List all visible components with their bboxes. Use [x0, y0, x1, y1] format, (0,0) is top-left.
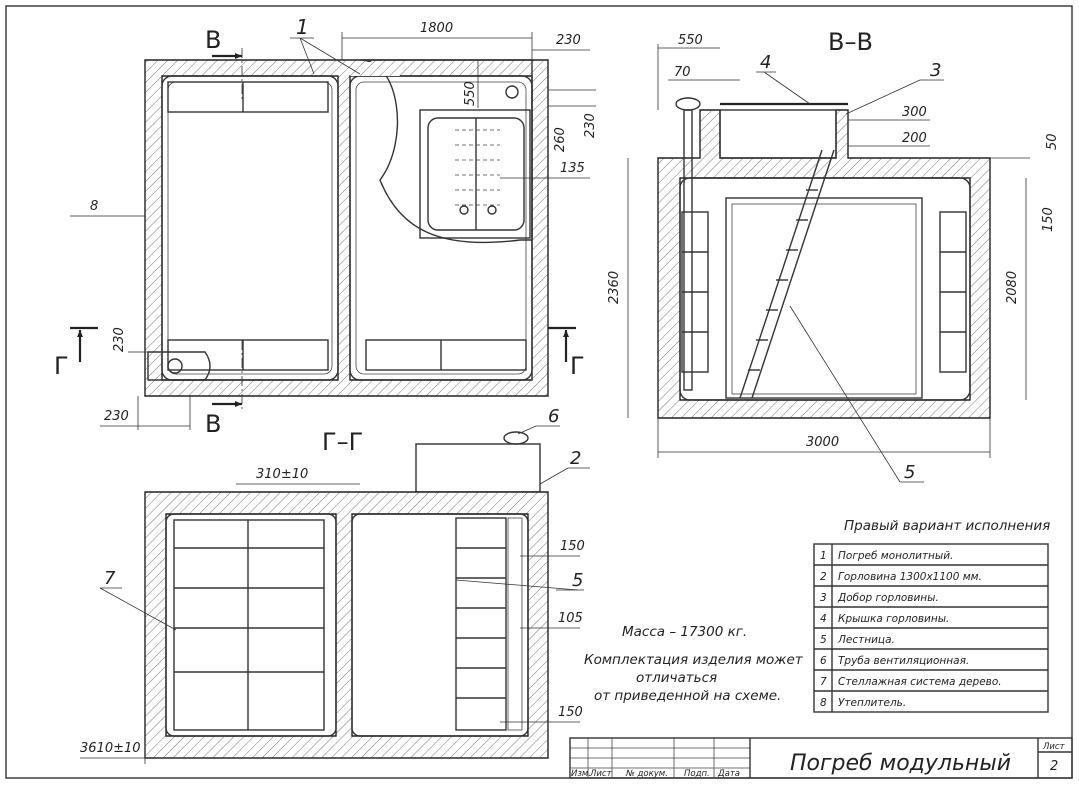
bb-vent-pipe — [675, 97, 701, 391]
gg-neck — [415, 443, 541, 493]
legend-item-text: Крышка горловины. — [838, 613, 949, 625]
note-kit-line3: от приведенной на схеме. — [594, 688, 781, 704]
legend-item-text: Утеплитель. — [838, 697, 906, 709]
leader-1: 1 — [296, 15, 309, 39]
leader-6: 6 — [548, 406, 559, 427]
dim-200: 200 — [902, 131, 927, 146]
legend-item-number: 3 — [820, 592, 827, 604]
dim-70: 70 — [674, 65, 691, 80]
legend-item-number: 4 — [820, 613, 827, 625]
gg-ladder — [455, 517, 523, 731]
notes: Масса – 17300 кг. Комплектация изделия м… — [584, 624, 804, 704]
tb-title: Погреб модульный — [790, 751, 1011, 776]
legend-item-number: 1 — [820, 550, 827, 562]
cut-label-g-left: Г — [54, 352, 69, 380]
plan-view: В В Г Г 1800 230 550 260 230 135 230 230… — [54, 15, 598, 438]
section-bb-view: В–В — [607, 28, 1060, 483]
legend-item-text: Лестница. — [837, 634, 895, 646]
tb-col-doc: № докум. — [625, 769, 668, 779]
legend-item-number: 6 — [820, 655, 827, 667]
legend-heading: Правый вариант исполнения — [844, 518, 1050, 534]
plan-right-chamber — [349, 75, 533, 381]
section-bb-title: В–В — [828, 28, 873, 56]
title-block: Изм. Лист № докум. Подп. Дата Погреб мод… — [569, 737, 1073, 779]
legend-item-number: 5 — [820, 634, 827, 646]
leader-5-bb: 5 — [904, 462, 915, 483]
cut-label-g-right: Г — [570, 352, 585, 380]
plan-vent-top — [505, 85, 519, 99]
dim-2080: 2080 — [1005, 271, 1020, 304]
plan-cutaway — [359, 59, 533, 244]
gg-hatched-wall — [144, 491, 549, 759]
plan-shelf-bottom-right — [365, 339, 527, 371]
bb-shelf-right — [939, 211, 967, 373]
legend-item-text: Горловина 1300х1100 мм. — [838, 571, 982, 583]
dim-260: 260 — [553, 127, 568, 152]
tb-col-list: Лист — [589, 769, 613, 779]
dim-105: 105 — [558, 611, 583, 626]
dim-2360: 2360 — [607, 271, 622, 304]
legend-item-number: 2 — [820, 571, 827, 583]
plan-left-chamber — [161, 75, 339, 381]
leader-3: 3 — [930, 60, 941, 81]
legend-item-text: Труба вентиляционная. — [838, 655, 969, 667]
leader-7: 7 — [104, 568, 116, 589]
legend-item-number: 8 — [820, 697, 827, 709]
note-kit-line2: отличаться — [636, 670, 717, 686]
tb-col-izm: Изм. — [571, 769, 591, 779]
legend: Правый вариант исполнения 1 Погреб моноли… — [813, 518, 1050, 713]
plan-ladder-dashed — [455, 129, 500, 206]
dim-135: 135 — [560, 161, 585, 176]
plan-shelf-bottom-left — [167, 339, 329, 371]
dim-310: 310±10 — [256, 467, 308, 482]
dim-230-left-h: 230 — [104, 409, 129, 424]
dim-300: 300 — [902, 105, 927, 120]
bb-shelf-left — [681, 211, 709, 373]
legend-item-text: Погреб монолитный. — [838, 550, 953, 562]
dim-550-bb: 550 — [678, 33, 703, 48]
note-kit-line1: Комплектация изделия может — [584, 652, 804, 668]
dim-150-bb: 150 — [1041, 207, 1056, 232]
dim-50: 50 — [1045, 133, 1060, 150]
dim-230-right: 230 — [583, 113, 598, 138]
dim-550-plan: 550 — [463, 81, 478, 106]
legend-item-text: Стеллажная система дерево. — [838, 676, 1002, 688]
leader-5-gg: 5 — [572, 570, 583, 591]
leader-4: 4 — [760, 52, 771, 73]
dim-3000: 3000 — [806, 435, 839, 450]
dim-230-left-v: 230 — [112, 327, 127, 352]
bb-ladder — [739, 149, 835, 399]
dim-150-gg-top: 150 — [560, 539, 585, 554]
sheet-frame — [5, 5, 1073, 779]
cut-label-b-bottom: В — [205, 410, 221, 438]
plan-vent-pipe — [147, 351, 211, 381]
gg-shelf-left — [173, 519, 325, 731]
leader-2: 2 — [570, 448, 581, 469]
section-gg-title: Г–Г — [322, 428, 363, 456]
bb-chamber — [679, 177, 971, 401]
tb-col-date: Дата — [717, 769, 740, 779]
plan-shelf-top-left — [167, 81, 329, 113]
tb-sheet-label: Лист — [1042, 742, 1066, 752]
legend-item-text: Добор горловины. — [837, 592, 939, 604]
bb-neck — [719, 109, 837, 159]
legend-item-number: 7 — [820, 676, 827, 688]
tb-sheet-number: 2 — [1050, 759, 1058, 774]
dim-3610: 3610±10 — [80, 741, 141, 756]
dim-150-gg-bottom: 150 — [558, 705, 583, 720]
note-mass: Масса – 17300 кг. — [622, 624, 747, 640]
plan-neck — [419, 109, 531, 239]
cut-label-b-top: В — [205, 26, 221, 54]
section-gg-view: Г–Г 310±10 — [80, 406, 590, 764]
tb-col-podp: Подп. — [684, 769, 710, 779]
dim-230-top: 230 — [556, 33, 581, 48]
leader-8: 8 — [90, 199, 98, 214]
dim-1800: 1800 — [420, 21, 453, 36]
